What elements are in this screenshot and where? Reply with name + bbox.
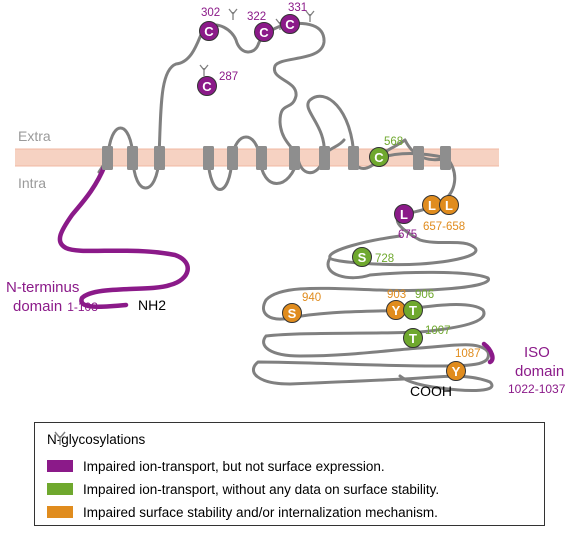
residue-letter: C <box>374 150 384 165</box>
residue-circle <box>282 303 302 323</box>
residue-number: 302 <box>201 7 220 19</box>
intra-label: Intra <box>18 175 46 191</box>
n-terminus-domain-line <box>57 162 190 309</box>
residue-letter: S <box>358 250 367 265</box>
n-terminus-range: 1-103 <box>67 300 98 314</box>
n-terminus-label-line1: N-terminus <box>6 279 79 296</box>
residue-number: 568 <box>384 136 403 148</box>
iso-range: 1022-1037 <box>508 382 566 396</box>
residue-circle <box>403 300 423 320</box>
residue-circle <box>280 14 300 34</box>
residue-circle <box>369 147 389 167</box>
residue-number: 675 <box>398 229 417 241</box>
nh2-label: NH2 <box>138 297 166 313</box>
legend-orange-label: Impaired surface stability and/or intern… <box>83 504 438 520</box>
residue-number: 287 <box>219 71 238 83</box>
legend-row-purple: Impaired ion-transport, but not surface … <box>47 456 385 476</box>
residue-number: 728 <box>375 253 394 265</box>
residue-number: 657-658 <box>423 221 465 233</box>
residue-circle <box>199 21 219 41</box>
n-terminus-label-line2: domain 1-103 <box>13 298 98 315</box>
legend-row-green: Impaired ion-transport, without any data… <box>47 479 439 499</box>
residue-circle <box>439 195 459 215</box>
iso-label-line1: ISO <box>524 344 550 361</box>
residue-number: 331 <box>288 2 307 14</box>
extra-label: Extra <box>18 128 51 144</box>
legend-swatch-orange <box>47 506 73 518</box>
residue-letter: Y <box>452 364 461 379</box>
residue-letter: Y <box>392 303 401 318</box>
tm-segment <box>413 146 424 170</box>
legend-glycosylation-label: N-glycosylations <box>47 431 146 447</box>
residue-number: 940 <box>302 292 321 304</box>
residue-letter: T <box>409 331 417 346</box>
tm-segment <box>203 146 214 170</box>
residue-number: 903 <box>387 289 406 301</box>
tm-segment <box>289 146 300 170</box>
residue-letter: C <box>204 24 214 39</box>
residue-number: 1087 <box>455 348 481 360</box>
protein-chain-loops <box>206 135 449 191</box>
residue-letter: C <box>285 17 295 32</box>
residue-letter: L <box>400 207 408 222</box>
legend-swatch-purple <box>47 460 73 472</box>
residue-number: 322 <box>247 11 266 23</box>
residue-letter: L <box>428 198 436 213</box>
residue-circle <box>394 204 414 224</box>
tm-segment <box>440 146 451 170</box>
residue-number: 906 <box>415 289 434 301</box>
iso-domain-line <box>481 341 495 365</box>
residue-letter: T <box>409 303 417 318</box>
tm-segment <box>348 146 359 170</box>
tm-segment <box>127 146 138 170</box>
residue-circle <box>197 76 217 96</box>
tm-segment <box>102 146 113 170</box>
legend-row-orange: Impaired surface stability and/or intern… <box>47 502 438 522</box>
cooh-label: COOH <box>410 383 452 399</box>
legend-row-glycosylation: N-glycosylations <box>47 429 145 449</box>
legend-purple-label: Impaired ion-transport, but not surface … <box>83 458 385 474</box>
residue-letter: S <box>288 306 297 321</box>
residue-letter: C <box>259 25 269 40</box>
residue-letter: C <box>202 79 212 94</box>
residue-letter: L <box>445 198 453 213</box>
residue-circle <box>403 328 423 348</box>
tm-segment <box>256 146 267 170</box>
legend-swatch-green <box>47 483 73 495</box>
transmembrane-segments <box>102 146 451 170</box>
legend-green-label: Impaired ion-transport, without any data… <box>83 481 440 497</box>
residue-circle <box>352 247 372 267</box>
tm-segment <box>154 146 165 170</box>
iso-label-line2: domain <box>515 363 564 380</box>
residue-circle <box>446 361 466 381</box>
legend: N-glycosylations Impaired ion-transport,… <box>34 422 545 526</box>
tm-segment <box>319 146 330 170</box>
n-terminus-label-domain: domain <box>13 298 62 315</box>
tm-segment <box>227 146 238 170</box>
glycosylation-icon <box>54 431 66 445</box>
residue-number: 1007 <box>425 325 451 337</box>
residue-circle <box>254 22 274 42</box>
